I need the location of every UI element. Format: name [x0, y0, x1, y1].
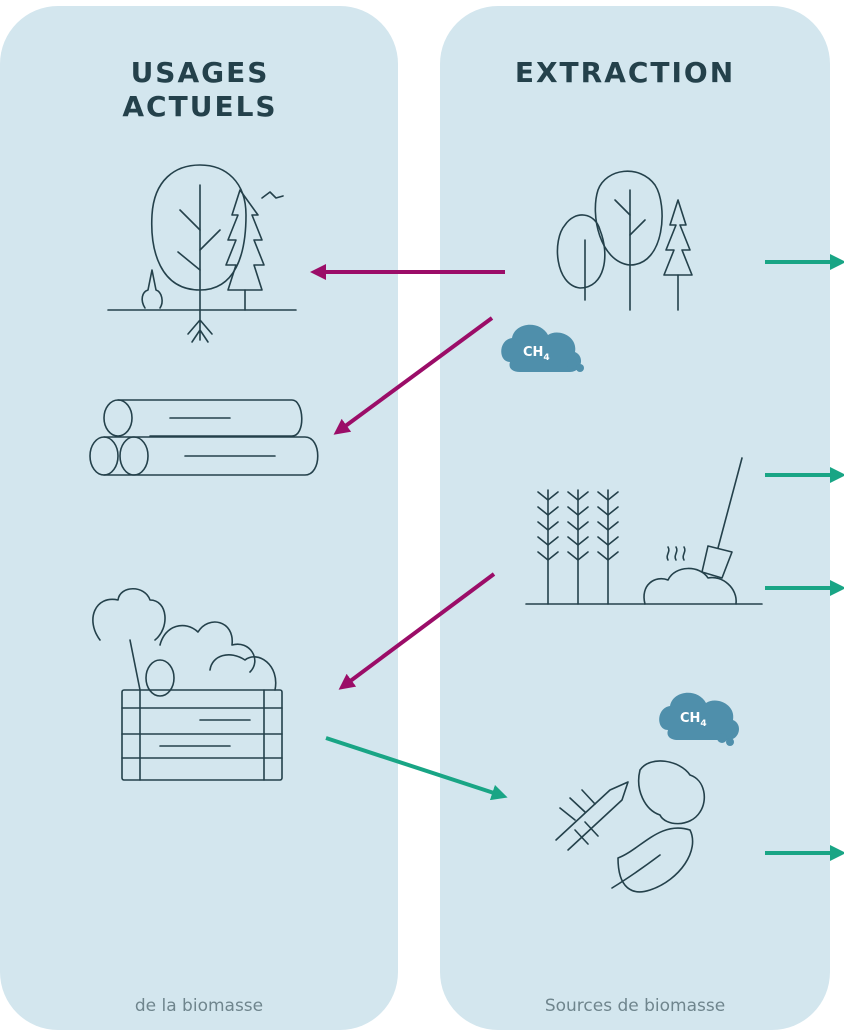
svg-text:CH4: CH4 — [680, 711, 707, 729]
food-waste-icon — [555, 760, 706, 893]
vegetable-crate-icon — [92, 587, 283, 781]
wheat-and-compost-icon — [525, 457, 763, 605]
ch4-label: CH — [523, 345, 543, 360]
logs-icon — [89, 399, 319, 476]
usages-actuels-heading: USAGES ACTUELS — [95, 56, 305, 124]
svg-text:CH4: CH4 — [523, 345, 550, 363]
methane-cloud-icon: CH4 — [501, 324, 584, 372]
magenta-arrow-logs — [333, 316, 494, 435]
heading-line-2: ACTUELS — [122, 90, 278, 123]
extraction-panel — [440, 6, 830, 1030]
forest-ecosystem-icon — [107, 164, 297, 343]
heading-line-1: USAGES — [130, 56, 270, 89]
right-footer-label: Sources de biomasse — [544, 996, 726, 1016]
ch4-subscript-2: 4 — [700, 719, 706, 729]
left-footer-label: de la biomasse — [134, 996, 264, 1016]
ch4-subscript: 4 — [543, 353, 549, 363]
magenta-arrow-crate — [338, 572, 496, 690]
usages-actuels-panel — [0, 6, 398, 1030]
methane-cloud-icon-2: CH4 — [659, 692, 740, 746]
extraction-heading: EXTRACTION — [514, 56, 736, 89]
ch4-label-2: CH — [680, 711, 700, 726]
trees-icon — [556, 170, 693, 311]
green-arrow-crate-waste — [325, 736, 508, 801]
